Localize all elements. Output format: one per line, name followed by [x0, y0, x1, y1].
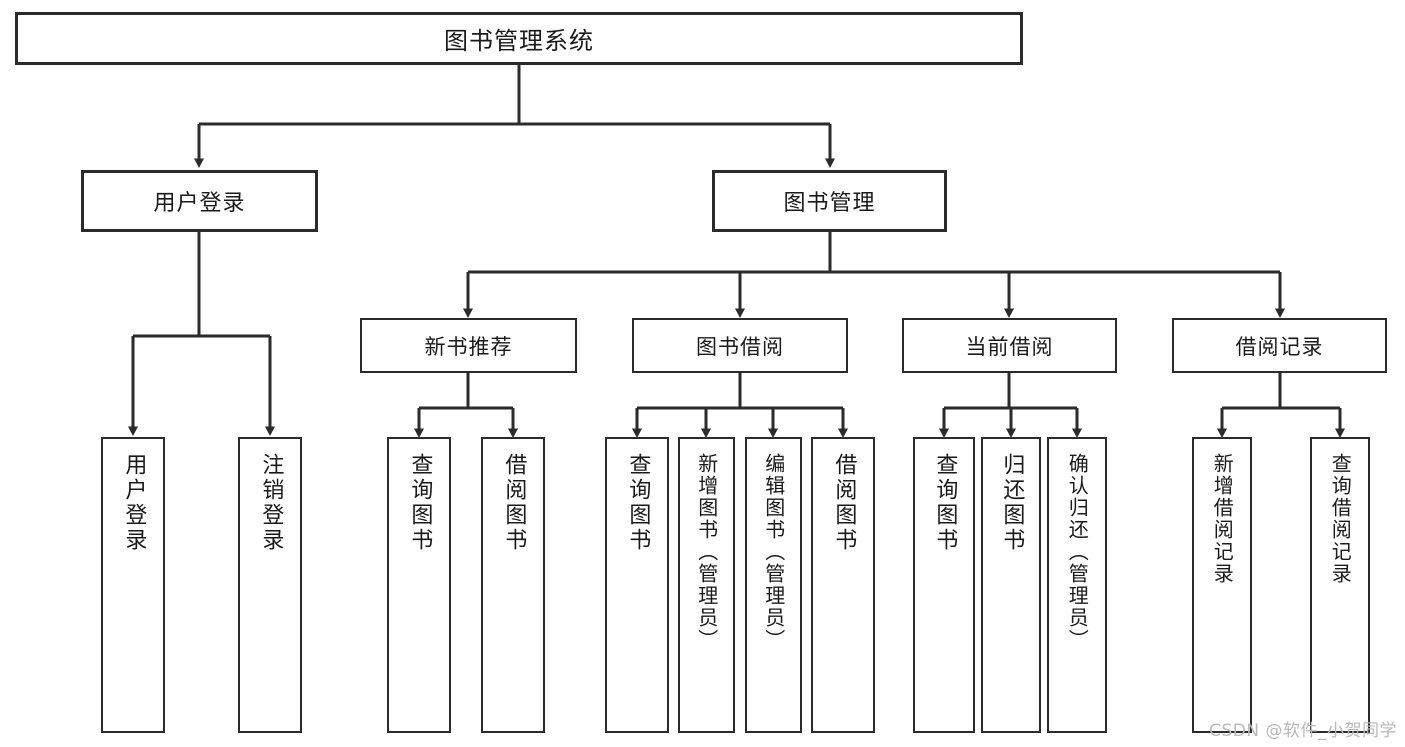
leaf-query-book-current-label: 查询图书 — [932, 453, 958, 553]
leaf-edit-book-admin[interactable]: 编辑图书（管理员） — [745, 437, 802, 733]
node-user-login[interactable]: 用户登录 — [81, 170, 318, 232]
leaf-user-login-label: 用户登录 — [121, 453, 147, 553]
leaf-borrow-book[interactable]: 借阅图书 — [811, 437, 875, 733]
leaf-borrow-book-label: 借阅图书 — [831, 453, 857, 553]
watermark: CSDN @软件_小贺同学 — [1209, 721, 1397, 741]
leaf-add-book-admin-label: 新增图书（管理员） — [694, 453, 719, 651]
leaf-edit-book-admin-label: 编辑图书（管理员） — [761, 453, 786, 651]
leaf-borrow-book-recommend[interactable]: 借阅图书 — [481, 437, 545, 733]
node-new-book-recommend-label: 新书推荐 — [424, 334, 513, 359]
leaf-add-borrow-record-label: 新增借阅记录 — [1210, 453, 1235, 585]
leaf-return-book[interactable]: 归还图书 — [981, 437, 1041, 733]
leaf-query-book-recommend-label: 查询图书 — [407, 453, 433, 553]
node-book-borrow-label: 图书借阅 — [696, 334, 784, 359]
leaf-logout-label: 注销登录 — [258, 453, 284, 553]
leaf-return-book-label: 归还图书 — [999, 453, 1025, 553]
node-borrow-record-label: 借阅记录 — [1235, 334, 1324, 359]
leaf-add-borrow-record[interactable]: 新增借阅记录 — [1192, 437, 1252, 733]
leaf-add-book-admin[interactable]: 新增图书（管理员） — [678, 437, 735, 733]
node-root[interactable]: 图书管理系统 — [15, 12, 1023, 65]
node-user-login-label: 用户登录 — [153, 191, 246, 216]
leaf-query-book-recommend[interactable]: 查询图书 — [387, 437, 451, 733]
node-current-borrow[interactable]: 当前借阅 — [902, 318, 1117, 373]
leaf-logout[interactable]: 注销登录 — [238, 437, 302, 733]
node-book-borrow[interactable]: 图书借阅 — [632, 318, 848, 373]
node-new-book-recommend[interactable]: 新书推荐 — [360, 318, 577, 373]
leaf-confirm-return-admin[interactable]: 确认归还（管理员） — [1047, 437, 1107, 733]
leaf-user-login[interactable]: 用户登录 — [101, 437, 165, 733]
node-current-borrow-label: 当前借阅 — [965, 334, 1054, 359]
node-borrow-record[interactable]: 借阅记录 — [1172, 318, 1387, 373]
leaf-query-book-current[interactable]: 查询图书 — [913, 437, 975, 733]
leaf-borrow-book-recommend-label: 借阅图书 — [501, 453, 527, 553]
node-book-management[interactable]: 图书管理 — [712, 170, 947, 232]
leaf-query-book-borrow[interactable]: 查询图书 — [605, 437, 669, 733]
node-book-management-label: 图书管理 — [783, 191, 876, 216]
leaf-query-book-borrow-label: 查询图书 — [625, 453, 651, 553]
node-root-label: 图书管理系统 — [444, 27, 594, 55]
leaf-query-borrow-record[interactable]: 查询借阅记录 — [1310, 437, 1370, 733]
leaf-query-borrow-record-label: 查询借阅记录 — [1328, 453, 1353, 585]
leaf-confirm-return-admin-label: 确认归还（管理员） — [1065, 453, 1090, 651]
